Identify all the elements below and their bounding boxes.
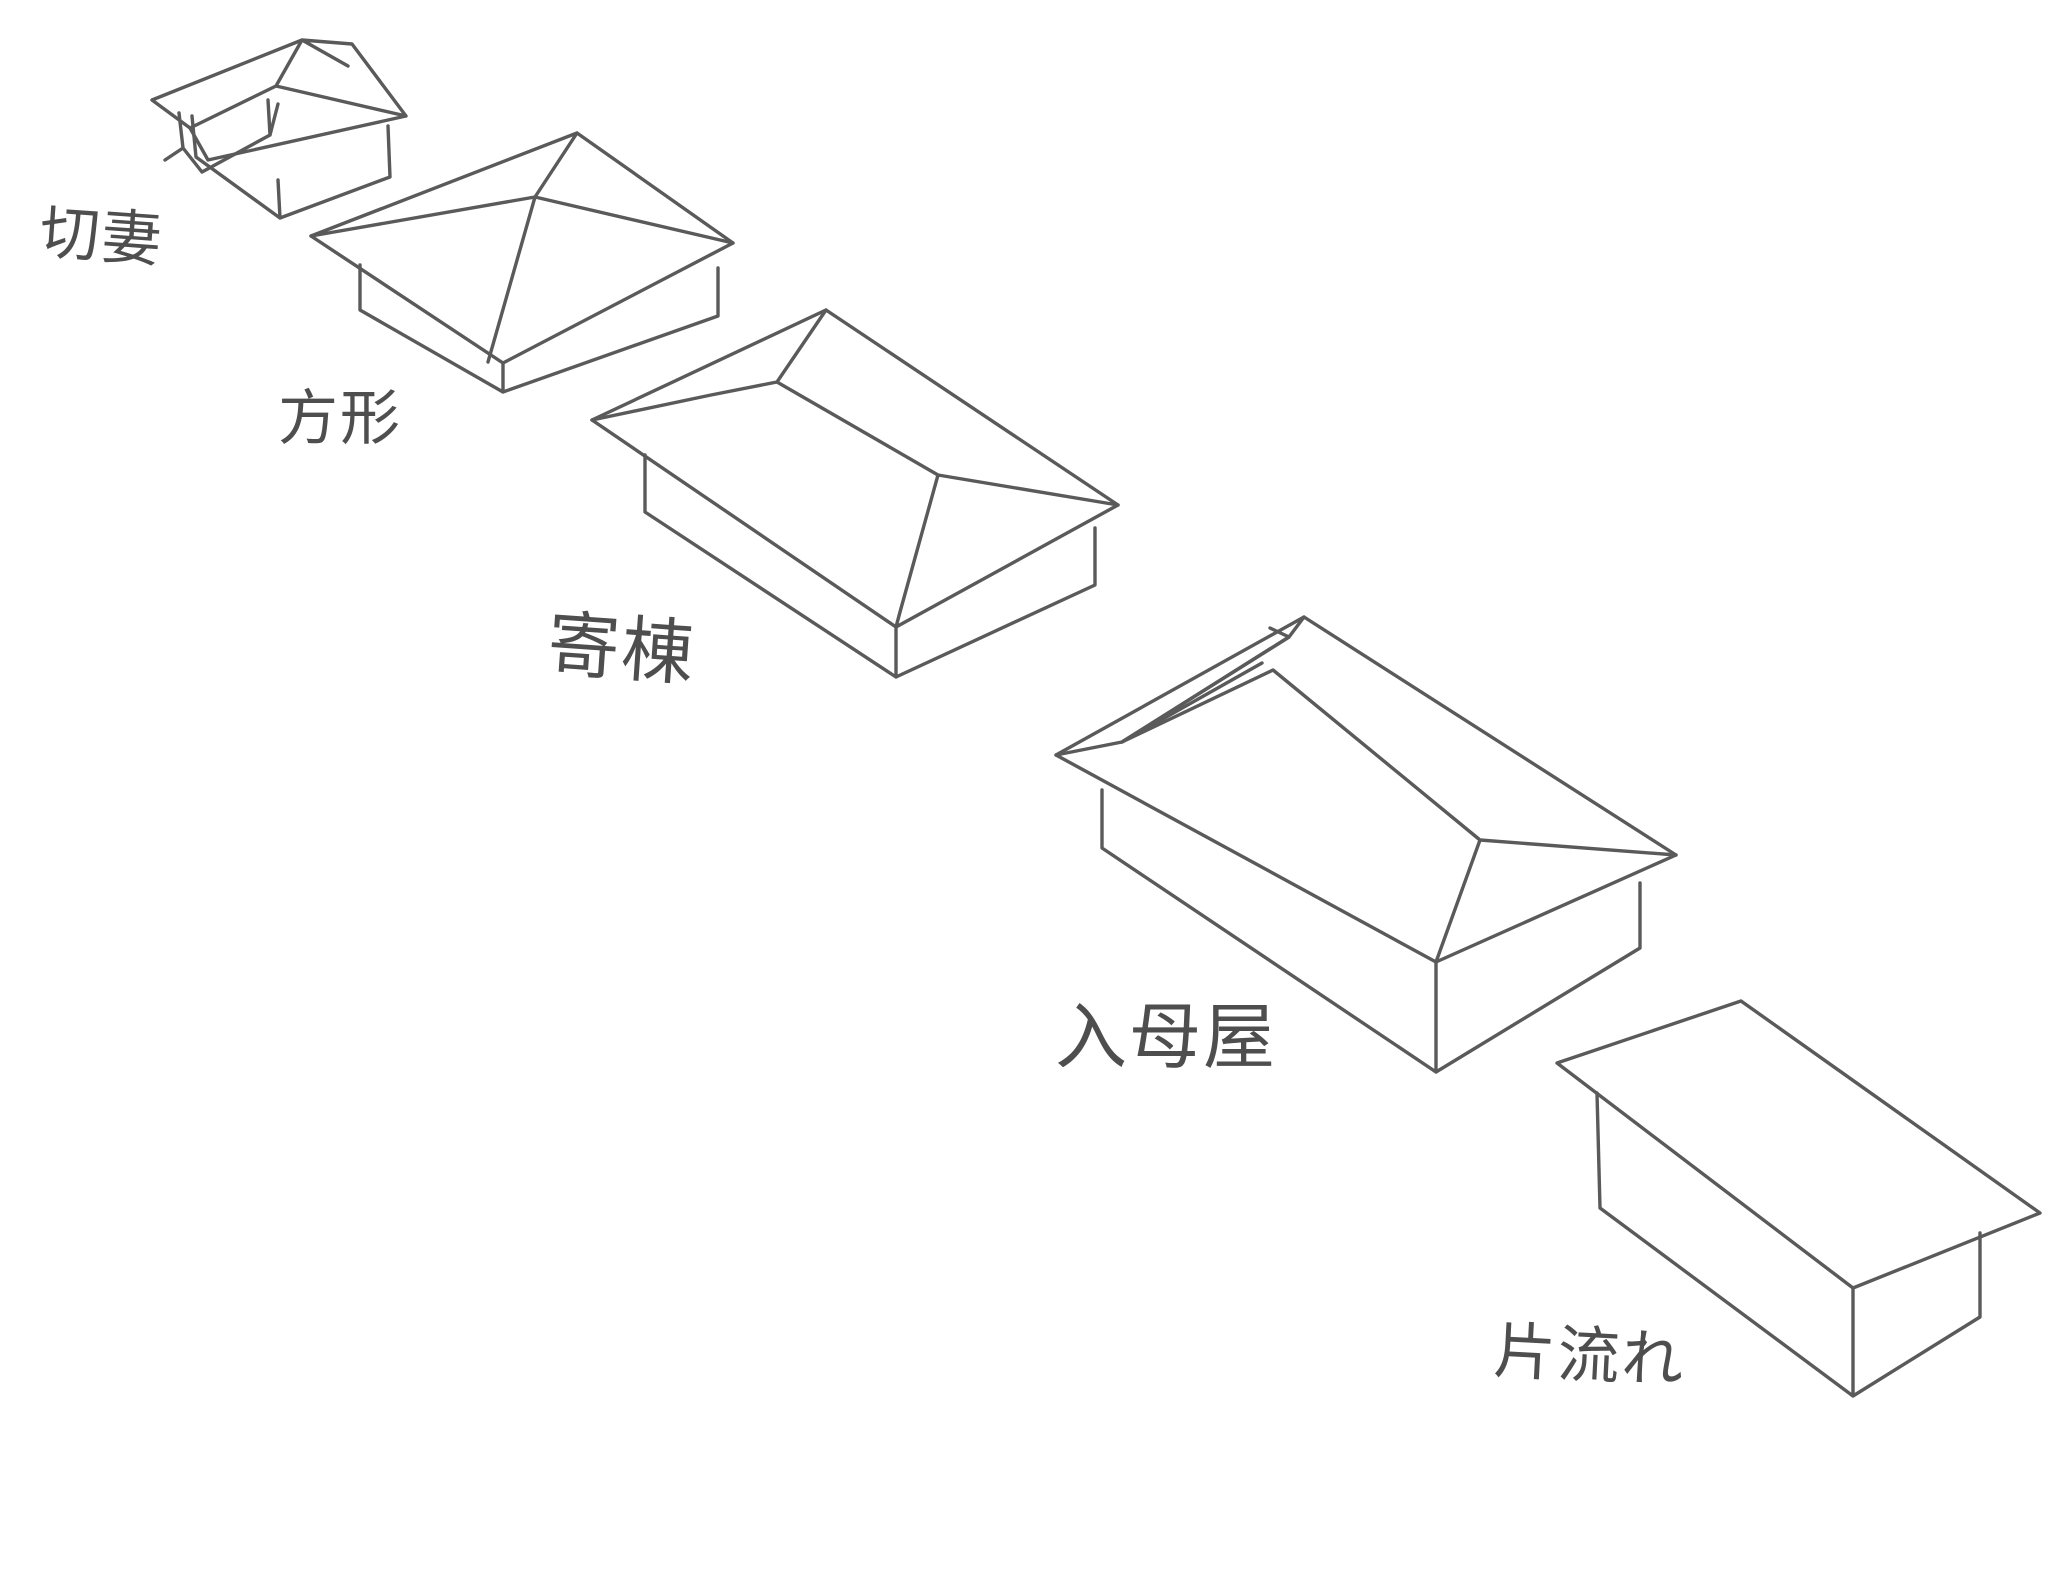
- hip-and-gable-roof-house: [1054, 615, 1678, 1074]
- gable-roof-house: [150, 38, 408, 220]
- label-hougyou: 方形: [278, 384, 402, 454]
- shed-roof-house: [1555, 999, 2042, 1398]
- label-katanagare: 片流れ: [1491, 1314, 1688, 1397]
- label-irimoya: 入母屋: [1055, 995, 1278, 1079]
- pyramid-roof-house: [309, 131, 735, 394]
- label-yosemune: 寄棟: [544, 601, 699, 697]
- label-kirizuma: 切妻: [37, 197, 166, 277]
- hipped-roof-house: [590, 308, 1120, 679]
